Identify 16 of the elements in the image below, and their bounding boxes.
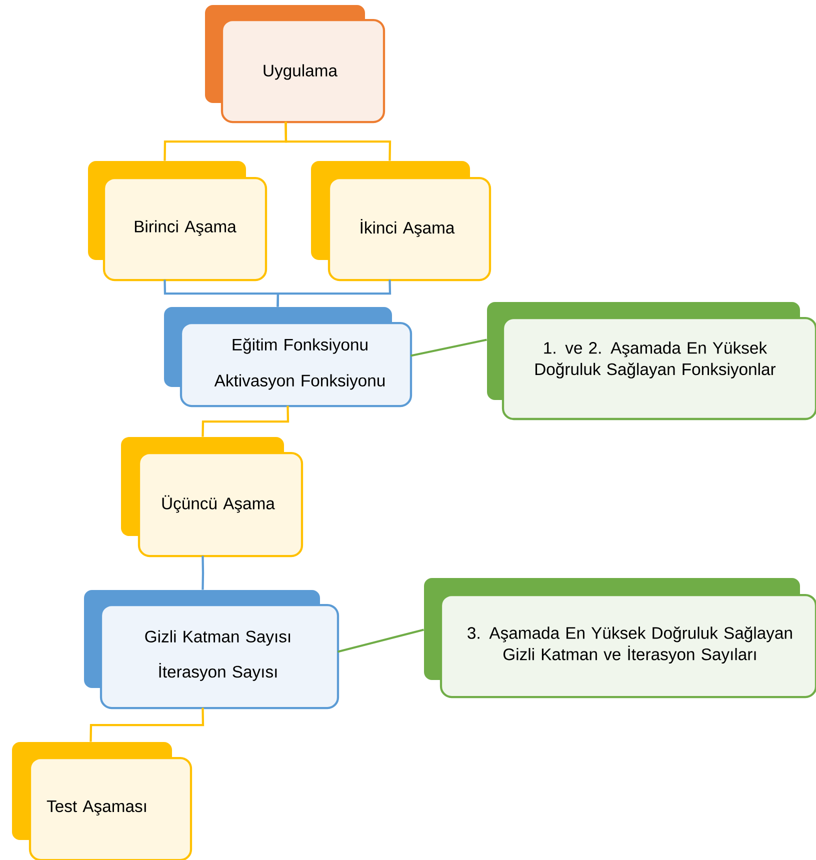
stacked-box: Eğitim Fonksiyonu Aktivasyon Fonksiyonu — [164, 307, 412, 408]
stacked-box: Birinci Aşama — [88, 161, 268, 282]
stacked-box: 1. ve 2. Aşamada En Yüksek Doğruluk Sağlayan Fonksiyonlar — [487, 302, 816, 420]
connector-line — [410, 338, 487, 357]
connector-line — [202, 556, 204, 590]
stacked-box: Gizli Katman Sayısı İterasyon Sayısı — [84, 590, 340, 710]
stacked-box: İkinci Aşama — [311, 161, 492, 282]
connector-line — [284, 122, 392, 161]
connector-line — [202, 406, 290, 437]
stacked-box: Test Aşaması — [12, 742, 192, 860]
connector-line — [337, 628, 424, 653]
stacked-box: 3. Aşamada En Yüksek Doğruluk Sağlayan Gizli Katman ve İterasyon Sayıları — [424, 578, 816, 698]
stacked-box: Uygulama — [205, 5, 386, 124]
connector-line — [90, 708, 204, 742]
connector-line — [276, 280, 392, 307]
stacked-box: Üçüncü Aşama — [121, 437, 304, 558]
